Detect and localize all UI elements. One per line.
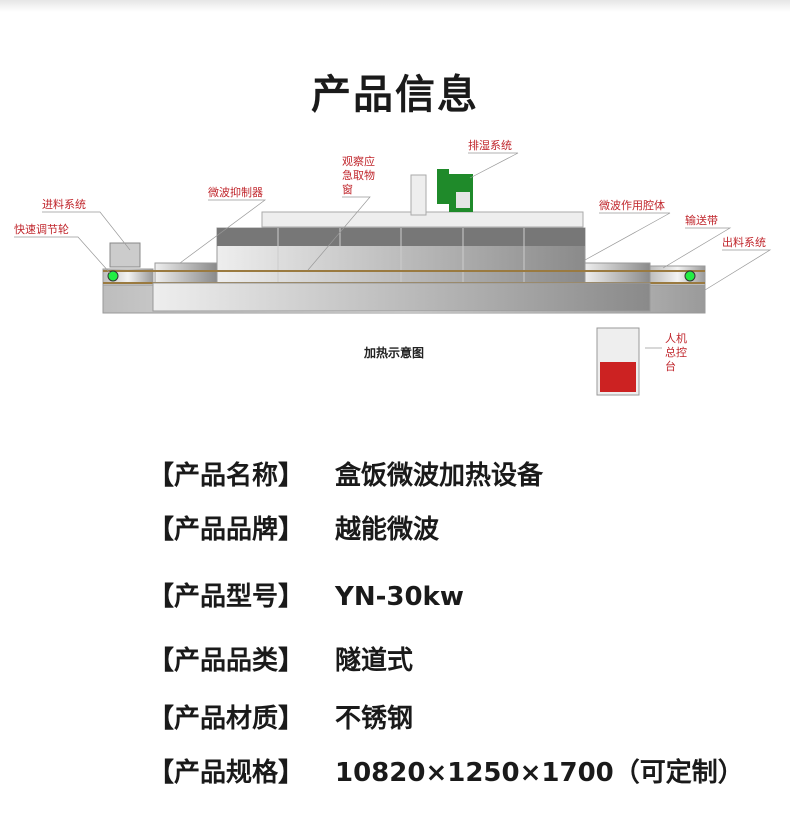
label-window-1: 观察应 [342, 154, 375, 168]
top-divider [0, 0, 790, 12]
spec-label: 【产品材质】 [148, 704, 305, 734]
spec-value: 隧道式 [335, 646, 414, 676]
label-window-2: 急取物 [342, 168, 375, 182]
spec-row-size: 【产品规格】 10820×1250×1700（可定制） [148, 752, 744, 789]
label-suppressor: 微波抑制器 [208, 185, 263, 199]
page-title: 产品信息 [311, 72, 479, 118]
label-control-3: 台 [665, 359, 676, 373]
spec-row-model: 【产品型号】 YN-30kw [148, 576, 464, 613]
spec-value: YN-30kw [335, 582, 464, 612]
heating-diagram: 快速调节轮 进料系统 微波抑制器 观察应 急取物 窗 排湿系统 微波作用腔体 输… [14, 138, 772, 396]
leader-lines [14, 152, 772, 349]
spec-label: 【产品品牌】 [148, 515, 305, 545]
spec-row-material: 【产品材质】不锈钢 [148, 698, 413, 735]
spec-value: 10820×1250×1700（可定制） [335, 758, 744, 788]
spec-label: 【产品型号】 [148, 582, 305, 612]
label-exhaust: 排湿系统 [468, 138, 512, 152]
spec-label: 【产品品类】 [148, 646, 305, 676]
label-control-2: 总控 [665, 345, 687, 359]
spec-row-name: 【产品名称】盒饭微波加热设备 [148, 455, 543, 492]
label-window-3: 窗 [342, 182, 353, 196]
spec-value: 越能微波 [335, 515, 440, 545]
label-belt: 输送带 [685, 213, 718, 227]
spec-row-brand: 【产品品牌】越能微波 [148, 509, 439, 546]
label-control-1: 人机 [665, 331, 687, 345]
spec-label: 【产品名称】 [148, 461, 305, 491]
spec-value: 盒饭微波加热设备 [335, 461, 544, 491]
lower-cabinets [152, 282, 651, 312]
spec-value: 不锈钢 [335, 704, 414, 734]
diagram-caption: 加热示意图 [363, 345, 424, 360]
exhaust-fan-icon [437, 169, 473, 212]
label-feed-system: 进料系统 [42, 197, 86, 211]
spec-row-category: 【产品品类】隧道式 [148, 640, 413, 677]
spec-label: 【产品规格】 [148, 758, 305, 788]
label-discharge: 出料系统 [722, 235, 766, 249]
label-cavity: 微波作用腔体 [599, 198, 665, 212]
label-quick-wheel: 快速调节轮 [14, 222, 69, 236]
